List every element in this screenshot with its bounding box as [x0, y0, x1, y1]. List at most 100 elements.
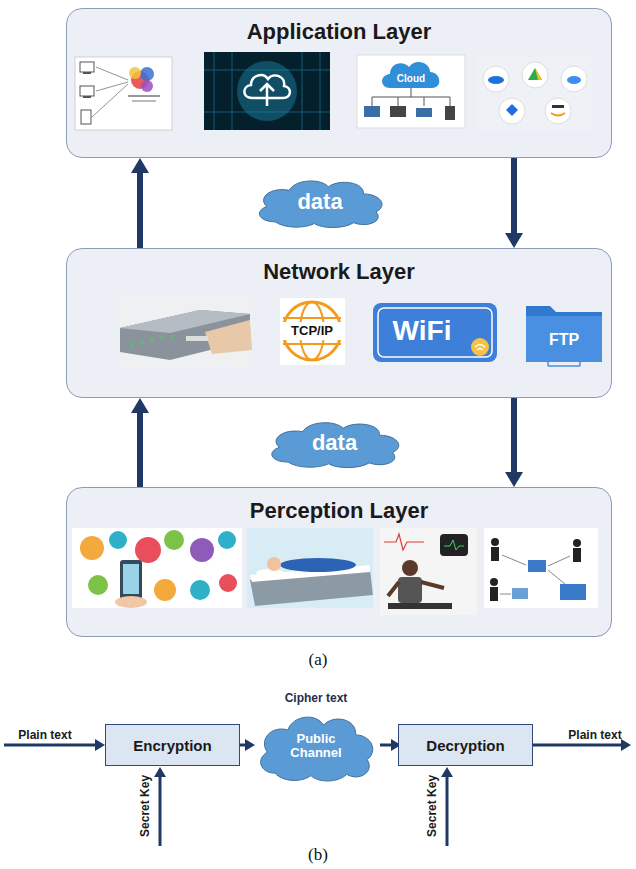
illustration-shape [132, 100, 156, 102]
illustration-shape [280, 558, 356, 572]
box-label: Decryption [426, 737, 504, 754]
subfigure-label: (a) [309, 650, 328, 670]
illustration-shape [488, 76, 504, 84]
cloud-body: data [250, 175, 390, 229]
key-label: Secret Key [139, 775, 153, 837]
illustration-shape [260, 84, 274, 106]
cloud-label: data [297, 190, 342, 214]
wifi-icon-text: WiFi [393, 315, 452, 347]
illustration-shape [573, 548, 581, 562]
arrow-head [505, 472, 523, 487]
illustration-shape [283, 302, 341, 360]
illustration-shape [388, 582, 444, 596]
illustration-shape [92, 67, 128, 117]
illustration-shape [441, 767, 453, 777]
illustration-shape [164, 530, 184, 550]
illustration-shape [444, 540, 464, 550]
illustration-shape [115, 596, 147, 608]
illustration-shape [80, 86, 94, 96]
illustration-shape [154, 579, 176, 601]
illustration-shape [475, 344, 485, 350]
illustration-shape [130, 342, 133, 345]
illustration-shape [561, 66, 587, 92]
illustration-shape [364, 106, 380, 117]
smart-watch-picture [380, 528, 477, 615]
illustration-shape [512, 588, 528, 599]
illustration-shape [219, 574, 237, 592]
illustration-shape [621, 739, 631, 751]
illustration-shape [80, 62, 94, 72]
tcp-ip-picture [280, 298, 345, 365]
cloud-label: data [312, 431, 357, 455]
illustration-shape [384, 534, 424, 550]
connector-line [511, 398, 517, 473]
illustration-shape [190, 538, 214, 562]
ftp-icon-text: FTP [549, 331, 579, 349]
layer-title: Perception Layer [67, 498, 611, 524]
illustration-shape [256, 569, 284, 577]
cloud-shape: Cipher textPublic Channel [252, 691, 380, 783]
illustration-shape [526, 306, 602, 362]
connector-line [137, 412, 143, 487]
cloud-shape: data [262, 417, 407, 469]
process-box: Decryption [398, 724, 533, 766]
illustration-shape [380, 528, 477, 615]
illustration-shape [551, 113, 565, 116]
wifi-picture [373, 303, 497, 362]
layer-band: Application Layer [66, 8, 612, 158]
illustration-shape [120, 560, 142, 600]
illustration-shape [390, 106, 406, 117]
illustration-shape [526, 316, 602, 362]
illustration-shape [281, 322, 343, 340]
cloud-shape: data [250, 175, 390, 229]
illustration-shape [205, 320, 252, 354]
box-label: Encryption [133, 737, 211, 754]
cloud-upload-picture [204, 52, 330, 130]
output-label: Plain text [568, 729, 621, 743]
illustration-shape [283, 317, 341, 319]
connector-arrow [505, 398, 523, 487]
process-box: Encryption [105, 724, 240, 766]
illustration-shape [373, 303, 497, 362]
illustration-shape [471, 338, 489, 356]
cloud-body: Public Channel [252, 709, 380, 783]
illustration-shape [190, 580, 210, 600]
subfigure-label: (b) [308, 845, 328, 865]
illustration-shape [160, 336, 163, 339]
illustration-shape [535, 68, 542, 80]
secret-key-arrow [154, 767, 166, 846]
illustration-shape [528, 560, 546, 572]
illustration-shape [378, 308, 492, 357]
illustration-shape [117, 297, 252, 367]
illustration-shape [445, 106, 455, 120]
illustration-shape [522, 62, 548, 88]
illustration-shape [204, 52, 330, 130]
illustration-shape [446, 776, 449, 846]
illustration-shape [140, 67, 154, 81]
cloud-icon-text: Cloud [397, 73, 425, 85]
cloud-path [259, 181, 382, 228]
illustration-shape [140, 340, 143, 343]
sleep-monitor-picture [247, 528, 373, 608]
illustration-shape [560, 584, 586, 600]
network-switch-picture [117, 297, 252, 367]
connector-line [380, 744, 392, 747]
web-service-picture [75, 57, 172, 130]
illustration-shape [483, 66, 509, 92]
illustration-shape [81, 110, 91, 124]
edge-group [131, 158, 523, 751]
ftp-folder-picture [526, 306, 602, 366]
illustration-shape [83, 96, 91, 98]
illustration-shape [150, 338, 153, 341]
illustration-shape [128, 95, 160, 97]
illustration-shape [159, 776, 162, 846]
illustration-shape [490, 587, 498, 601]
illustration-shape [567, 76, 581, 84]
illustration-shape [129, 67, 141, 79]
illustration-shape [552, 105, 564, 108]
illustration-shape [357, 55, 465, 128]
connector-arrow [131, 158, 149, 248]
arrow-head [505, 233, 523, 248]
input-label: Plain text [18, 729, 71, 743]
illustration-shape [109, 531, 127, 549]
